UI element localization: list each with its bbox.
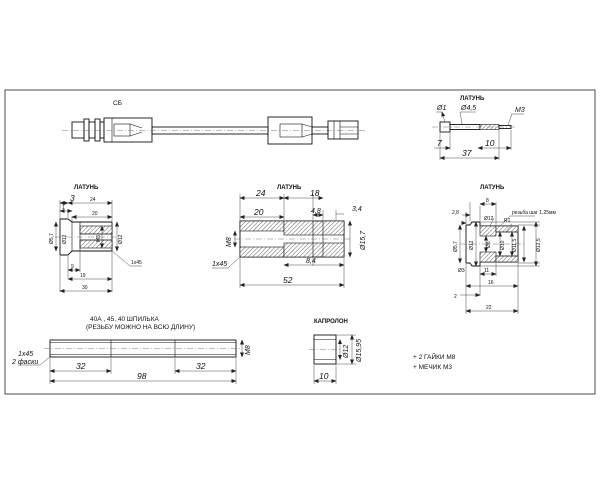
dim-10: 10	[485, 138, 495, 148]
bushing-dim-10: 10	[319, 371, 329, 381]
dim-d4-5: Ø4,5	[460, 105, 476, 112]
bushing-dim-d15-95: Ø15,95	[356, 339, 363, 363]
rod-dim-98: 98	[137, 371, 147, 381]
assembly-view: СБ	[62, 100, 365, 145]
dim-20: 20	[92, 211, 98, 217]
dim-11: 11	[484, 268, 489, 274]
notes-block: + 2 ГАЙКИ М8 + МЕЧИК М3	[413, 352, 456, 371]
left-part-title: ЛАТУНЬ	[74, 185, 99, 191]
dim-d8: Ø8	[486, 241, 492, 248]
rod-dim-32-left: 32	[76, 361, 86, 371]
dim-1x45: 1x45	[131, 260, 142, 266]
dim-3-4: 3,4	[352, 206, 362, 213]
dim-1: 1	[62, 205, 65, 211]
dim-1x45: 1x45	[212, 261, 227, 268]
dim-16: 16	[488, 280, 494, 286]
rod-title-line1: 40А , 45, 40 ШПИЛЬКА	[90, 316, 159, 323]
rod-view: 40А , 45, 40 ШПИЛЬКА (РЕЗЬБУ МОЖНО НА ВС…	[11, 316, 252, 384]
brass-pin-title: ЛАТУНЬ	[460, 96, 485, 102]
dim-37: 37	[462, 148, 472, 158]
bushing-dim-d12: Ø12	[343, 345, 350, 359]
dim-20: 20	[253, 207, 264, 217]
rod-chamfer-line2: 2 фаски	[11, 359, 38, 366]
dim-2: 2	[454, 294, 457, 300]
rod-dim-32-right: 32	[196, 361, 206, 371]
note-nuts: + 2 ГАЙКИ М8	[413, 352, 456, 361]
thread-note: резьба шаг 1,25мм	[512, 210, 556, 216]
bushing-view: КАПРОЛОН Ø12 Ø15,95 10	[309, 319, 363, 384]
rod-title-line2: (РЕЗЬБУ МОЖНО НА ВСЮ ДЛИНУ)	[86, 324, 195, 331]
dim-m8-left: M8	[96, 235, 102, 242]
dim-d15-7: Ø15,7	[360, 230, 367, 251]
dim-d12-5: Ø12,5	[536, 238, 542, 252]
dim-m8: M8	[226, 237, 233, 247]
dim-4-8: 4,8	[311, 208, 321, 215]
dim-9: 9	[71, 264, 74, 270]
dim-30: 30	[82, 285, 88, 291]
dim-24: 24	[90, 197, 96, 203]
rod-chamfer-line1: 1x45	[18, 351, 33, 358]
dim-52: 52	[283, 275, 293, 285]
dim-24: 24	[255, 188, 266, 198]
dim-18: 18	[310, 188, 320, 198]
dim-d1: Ø1	[436, 105, 446, 112]
brass-pin-view: ЛАТУНЬ Ø1 Ø4,5 M3 7 37 10	[432, 96, 525, 160]
dim-8: 8	[486, 198, 489, 204]
dim-3: 3	[70, 193, 75, 203]
middle-part-view: ЛАТУНЬ 24 18 20 4,8 3,4 M8 1x45	[212, 185, 367, 288]
note-tap: + МЕЧИК М3	[413, 364, 452, 371]
dim-d12-right: Ø12	[118, 234, 124, 244]
dim-2-8: 2,8	[452, 210, 459, 216]
dim-d12-left: Ø12	[469, 240, 475, 250]
dim-d11-5: Ø11,5	[512, 239, 518, 252]
dim-d10: Ø10	[500, 240, 506, 250]
right-part-view: ЛАТУНЬ	[452, 185, 556, 314]
dim-m3: M3	[515, 107, 525, 114]
dim-r1: R1	[504, 218, 511, 224]
right-part-title: ЛАТУНЬ	[480, 185, 505, 191]
dim-d12-top: Ø12	[484, 216, 494, 222]
dim-7: 7	[437, 138, 442, 148]
left-part-view: ЛАТУНЬ 3 1 24 20 Ø5,7	[49, 185, 142, 293]
dim-d3: Ø3	[458, 268, 465, 274]
dim-8-4: 8,4	[306, 258, 316, 265]
dim-19: 19	[80, 273, 86, 279]
middle-part-title: ЛАТУНЬ	[277, 185, 302, 191]
dim-d5-7: Ø5,7	[453, 241, 459, 252]
assembly-title: СБ	[113, 100, 122, 107]
dim-d5-7: Ø5,7	[49, 233, 55, 244]
rod-thread-m8: M8	[245, 345, 252, 355]
dim-22: 22	[486, 305, 492, 311]
sheet-frame	[4, 89, 596, 395]
bushing-title: КАПРОЛОН	[314, 319, 348, 325]
dim-d12-left: Ø12	[62, 234, 68, 244]
